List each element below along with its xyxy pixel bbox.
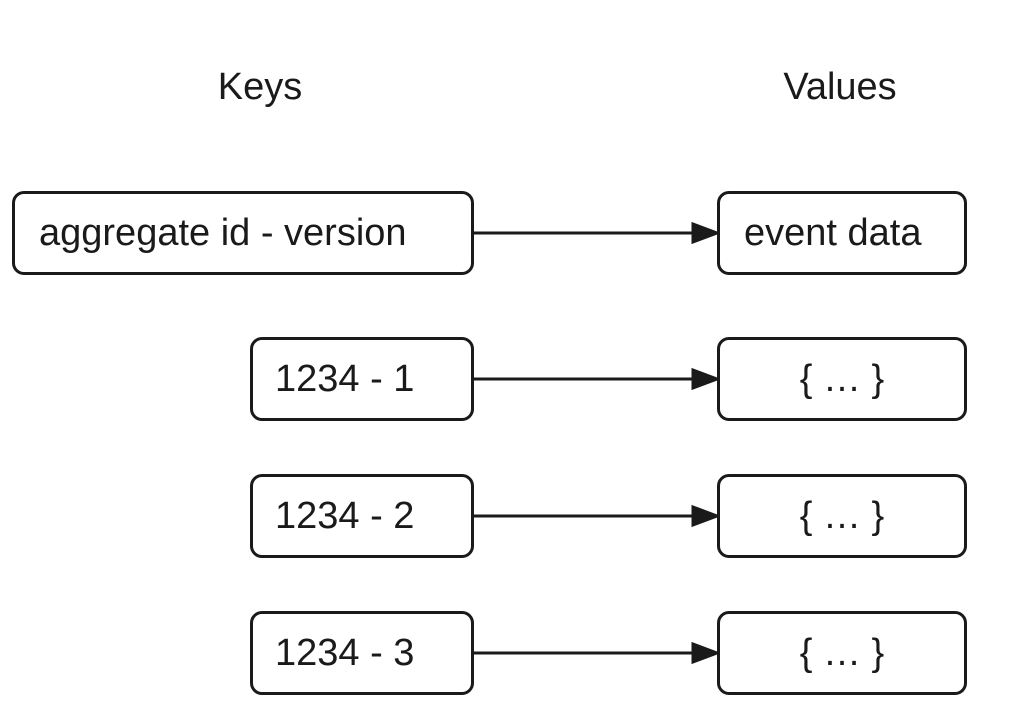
value-box-header: event data [717, 191, 967, 275]
value-box-2: { … } [717, 474, 967, 558]
values-heading: Values [783, 66, 897, 108]
arrowhead-row-1 [691, 367, 722, 391]
arrowhead-row-2 [691, 504, 722, 528]
key-box-header: aggregate id - version [12, 191, 474, 275]
value-box-1: { … } [717, 337, 967, 421]
arrowhead-row-3 [691, 641, 722, 665]
value-box-3: { … } [717, 611, 967, 695]
key-box-3: 1234 - 3 [250, 611, 474, 695]
keys-heading: Keys [217, 66, 303, 108]
arrowhead-row-0 [691, 221, 722, 245]
key-box-2: 1234 - 2 [250, 474, 474, 558]
key-box-1: 1234 - 1 [250, 337, 474, 421]
